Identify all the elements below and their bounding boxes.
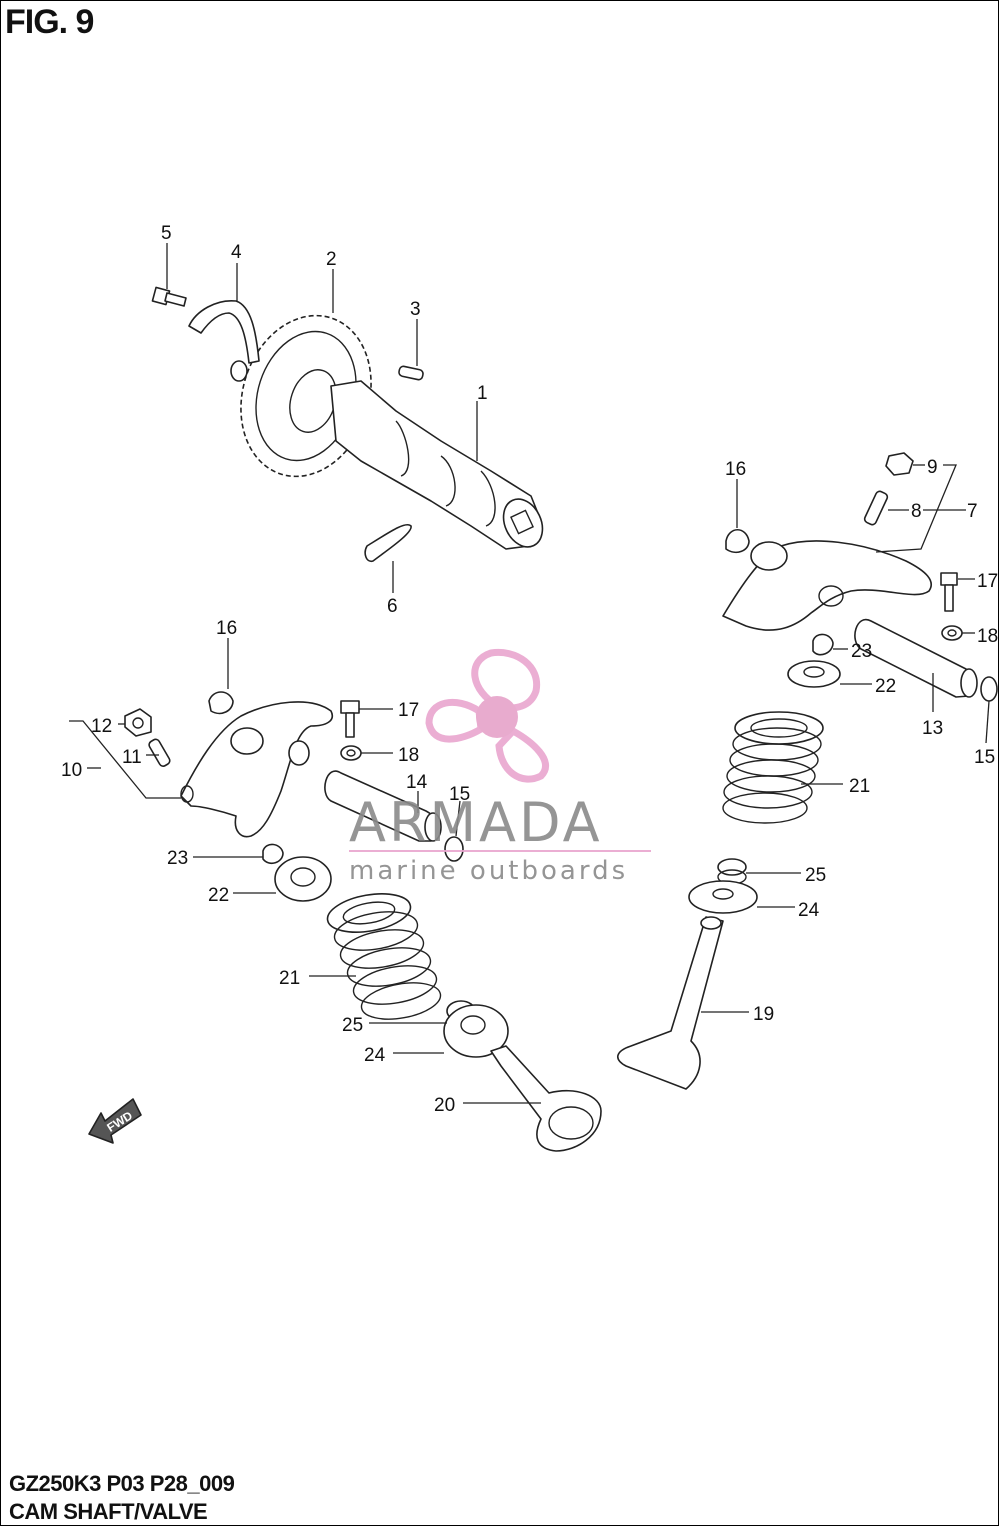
rocker-cap-left[interactable] (208, 691, 234, 715)
callout-6[interactable]: 6 (387, 596, 398, 617)
retainer-22-left[interactable] (274, 856, 332, 902)
callout-2[interactable]: 2 (326, 249, 337, 270)
callout-3[interactable]: 3 (410, 299, 421, 320)
callout-4[interactable]: 4 (231, 242, 242, 263)
callout-19[interactable]: 19 (753, 1004, 774, 1025)
figure-code: GZ250K3 P03 P28_009 (9, 1471, 235, 1496)
callout-22-left[interactable]: 22 (208, 885, 229, 906)
bolt-17-left[interactable] (340, 700, 360, 738)
callout-24-right[interactable]: 24 (798, 900, 820, 921)
callout-21-right[interactable]: 21 (849, 776, 870, 797)
callout-16-left[interactable]: 16 (216, 618, 237, 639)
callout-8[interactable]: 8 (911, 501, 922, 522)
cam-clip[interactable] (364, 524, 412, 563)
intake-valve[interactable] (490, 1045, 602, 1152)
dowel-pin[interactable] (398, 365, 424, 381)
figure-title: FIG. 9 (5, 3, 94, 41)
callout-25-right[interactable]: 25 (805, 865, 826, 886)
callout-10[interactable]: 10 (61, 760, 82, 781)
callout-17-left[interactable]: 17 (398, 700, 419, 721)
callout-16-right[interactable]: 16 (725, 459, 746, 480)
callout-7[interactable]: 7 (967, 501, 978, 522)
rocker-arm-left[interactable] (180, 701, 333, 838)
adjust-nut-left[interactable] (124, 708, 152, 737)
propeller-logo-icon (425, 648, 550, 783)
exhaust-valve[interactable] (617, 916, 724, 1090)
valve-spring-right[interactable] (722, 711, 824, 824)
watermark-brand: ARMADA (349, 791, 603, 854)
figure-name: CAM SHAFT/VALVE (9, 1499, 208, 1524)
rocker-shaft-left[interactable] (324, 770, 442, 842)
adjust-screw-left[interactable] (148, 738, 172, 768)
callout-9[interactable]: 9 (927, 457, 938, 478)
callout-23-left[interactable]: 23 (167, 848, 188, 869)
callout-23-right[interactable]: 23 (851, 641, 872, 662)
cap-23-right[interactable] (812, 633, 834, 656)
callout-14[interactable]: 14 (406, 772, 428, 793)
callout-25-left[interactable]: 25 (342, 1015, 363, 1036)
circlip-15-right[interactable] (980, 676, 998, 702)
cam-chain-guide-plate[interactable] (188, 300, 260, 382)
callout-18-left[interactable]: 18 (398, 745, 419, 766)
callout-21-left[interactable]: 21 (279, 968, 300, 989)
cap-23-left[interactable] (262, 843, 284, 865)
bolt-17-right[interactable] (940, 572, 958, 612)
callout-12[interactable]: 12 (91, 716, 112, 737)
washer-18-right[interactable] (941, 625, 963, 641)
rocker-shaft-right[interactable] (854, 618, 978, 698)
watermark-tagline: marine outboards (349, 856, 628, 886)
circlip-15-left[interactable] (444, 836, 464, 862)
callout-22-right[interactable]: 22 (875, 676, 896, 697)
rocker-arm-right[interactable] (722, 540, 932, 631)
retainer-22-right[interactable] (787, 660, 841, 688)
spring-seat-24-left[interactable] (443, 1004, 509, 1058)
adjust-nut-right[interactable] (885, 452, 914, 476)
rocker-cap-right[interactable] (725, 528, 750, 553)
valve-spring-left[interactable] (325, 888, 444, 1025)
callout-5[interactable]: 5 (161, 223, 172, 244)
callout-15-left[interactable]: 15 (449, 784, 470, 805)
callout-17-right[interactable]: 17 (977, 571, 998, 592)
callout-11[interactable]: 11 (122, 747, 142, 768)
callout-13[interactable]: 13 (922, 718, 943, 739)
callout-20[interactable]: 20 (434, 1095, 455, 1116)
armada-watermark: ARMADA marine outboards (349, 648, 651, 886)
callout-18-right[interactable]: 18 (977, 626, 998, 647)
washer-18-left[interactable] (340, 745, 362, 761)
fwd-direction-arrow: FWD (88, 1098, 142, 1144)
sprocket-bolt[interactable] (151, 286, 187, 307)
spring-seat-24-right[interactable] (688, 880, 758, 914)
adjust-screw-right[interactable] (863, 490, 889, 526)
camshaft[interactable] (330, 380, 550, 553)
callout-24-left[interactable]: 24 (364, 1045, 386, 1066)
callout-1[interactable]: 1 (477, 383, 488, 404)
callout-15-right[interactable]: 15 (974, 747, 995, 768)
